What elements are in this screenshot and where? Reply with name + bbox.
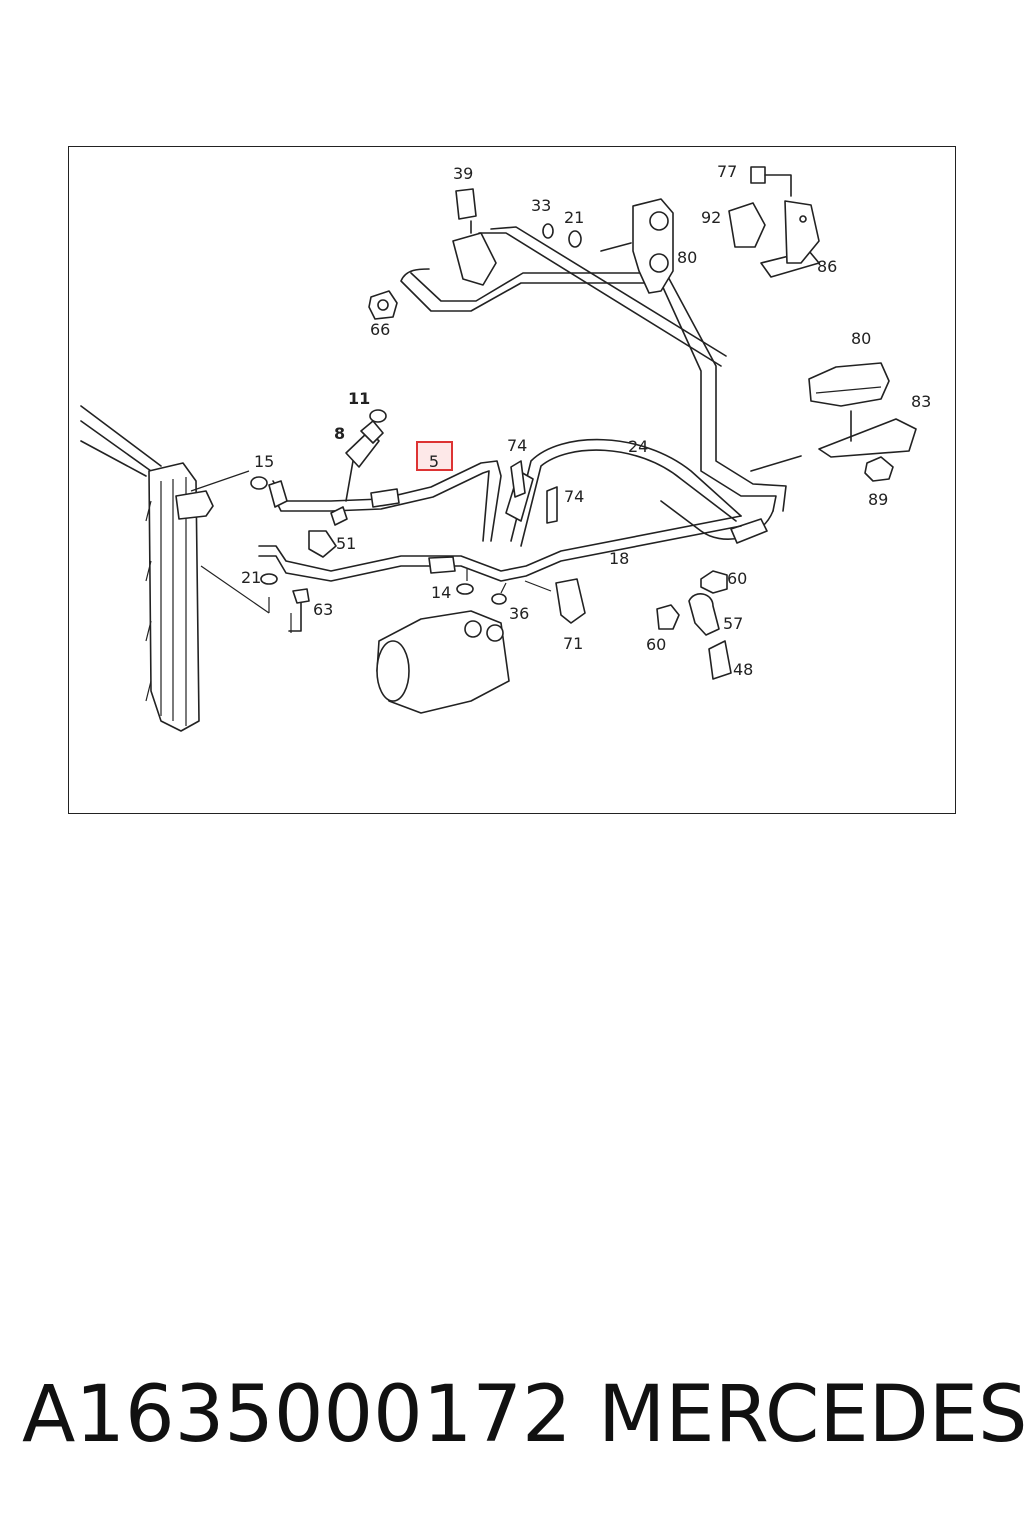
- callout-60-lower: 60: [646, 635, 666, 654]
- part-8-pressure-switch: [345, 409, 387, 502]
- callout-80-right: 80: [851, 329, 871, 348]
- brand-name: MERCEDES: [598, 1370, 1024, 1460]
- fittings: [250, 460, 586, 632]
- caption: A1635000172 MERCEDES: [22, 1370, 1024, 1470]
- part-39-valve: [452, 188, 497, 286]
- callout-24: 24: [628, 437, 648, 456]
- condenser: [80, 405, 214, 732]
- callout-74-lower: 74: [564, 487, 584, 506]
- callout-71: 71: [563, 634, 583, 653]
- callout-60-upper: 60: [727, 569, 747, 588]
- upper-refrigerant-line: [400, 226, 787, 544]
- part-number: A1635000172: [22, 1370, 572, 1460]
- callout-92: 92: [701, 208, 721, 227]
- callout-36: 36: [509, 604, 529, 623]
- right-fasteners: [656, 570, 732, 680]
- part-80-83-89: [750, 362, 917, 482]
- leader-lines: [190, 470, 552, 633]
- callout-18: 18: [609, 549, 629, 568]
- oring-21-top: [568, 230, 582, 248]
- callout-74-upper: 74: [507, 436, 527, 455]
- callout-66: 66: [370, 320, 390, 339]
- callout-63: 63: [313, 600, 333, 619]
- oring-33: [542, 223, 554, 239]
- callout-39: 39: [453, 164, 473, 183]
- callout-48: 48: [733, 660, 753, 679]
- callout-83: 83: [911, 392, 931, 411]
- callout-8: 8: [334, 424, 345, 443]
- ac-compressor: [376, 610, 510, 714]
- part-66-nut: [368, 290, 398, 320]
- parts-diagram-frame: 5 39 33 21 80 77 92 86 66 80 83 89 11 8 …: [68, 146, 956, 814]
- callout-14: 14: [431, 583, 451, 602]
- callout-33: 33: [531, 196, 551, 215]
- highlight-box-part-5: [416, 441, 453, 471]
- callout-89: 89: [868, 490, 888, 509]
- callout-21-left: 21: [241, 568, 261, 587]
- callout-21-top: 21: [564, 208, 584, 227]
- highlight-label-5: 5: [429, 452, 439, 471]
- callout-11: 11: [348, 389, 370, 408]
- callout-80-top: 80: [677, 248, 697, 267]
- callout-51: 51: [336, 534, 356, 553]
- part-77-92-86-bracket: [728, 166, 820, 278]
- callout-15: 15: [254, 452, 274, 471]
- left-lines: [258, 438, 742, 582]
- callout-57: 57: [723, 614, 743, 633]
- callout-86: 86: [817, 257, 837, 276]
- callout-77: 77: [717, 162, 737, 181]
- parts-diagram: 5 39 33 21 80 77 92 86 66 80 83 89 11 8 …: [80, 162, 931, 732]
- part-80-top-clamp: [600, 198, 674, 294]
